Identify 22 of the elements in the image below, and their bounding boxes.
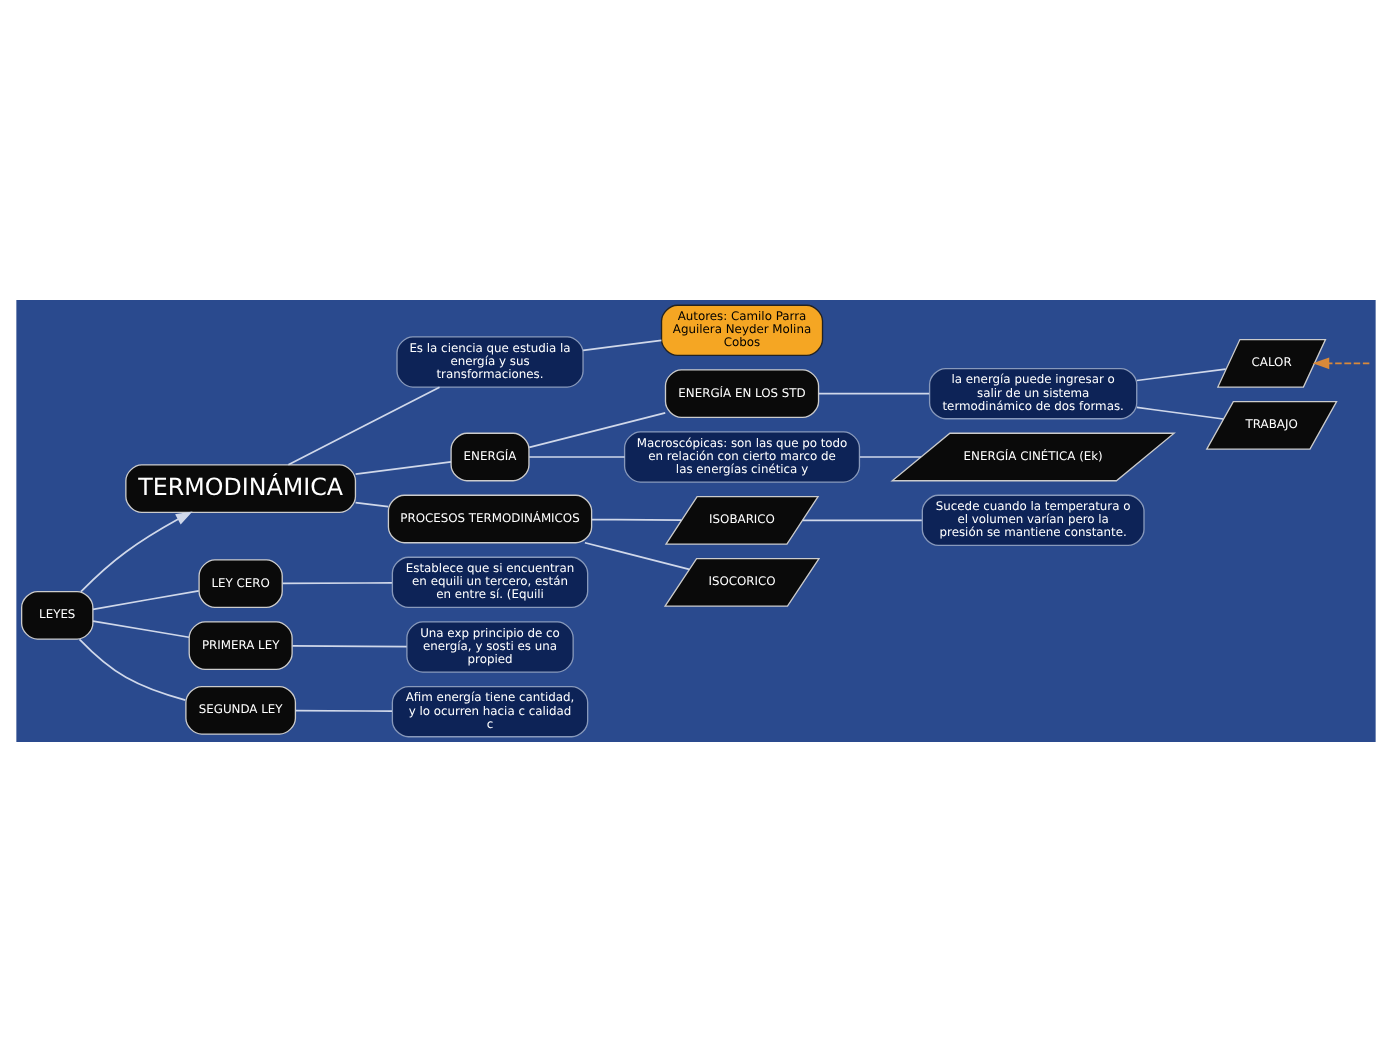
arrow [1312,356,1371,369]
connector [528,411,667,448]
connector [354,500,390,507]
connector [1136,405,1225,419]
connector [291,644,408,647]
connector [92,619,190,638]
connector [859,455,922,457]
connector [281,581,393,584]
connector [354,459,452,474]
connector [817,391,931,394]
connector [528,455,626,457]
node-box: TERMODINÁMICA [125,463,357,513]
connector [590,517,683,520]
connector [78,637,187,700]
connector [287,385,441,465]
connector [294,708,393,711]
connector [1136,367,1227,381]
connector [92,588,200,610]
connector [584,540,691,570]
connector [801,518,923,521]
connector [582,338,663,351]
arrow [80,510,193,592]
